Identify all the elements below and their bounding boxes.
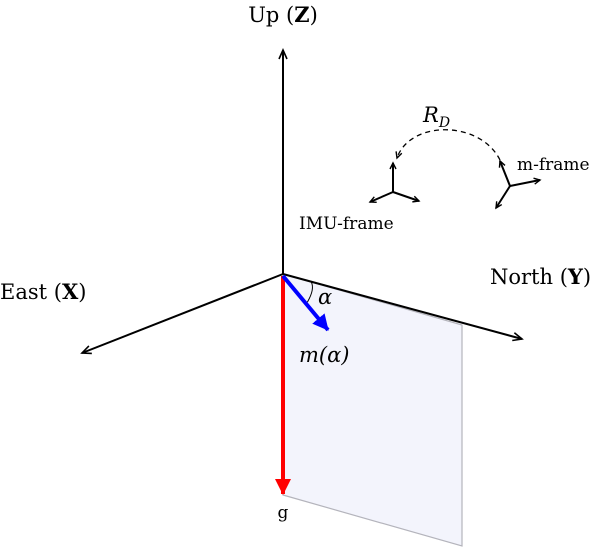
rotation-arc: [395, 129, 501, 161]
m-frame-label: m-frame: [517, 155, 590, 175]
angle-label: α: [318, 285, 332, 309]
north-axis-label: North (Y): [490, 264, 591, 289]
magnetic-vector-label: m(α): [299, 343, 349, 367]
north-axis: [282, 273, 524, 342]
angle-arc: [306, 281, 313, 303]
up-axis-label: Up (Z): [248, 2, 318, 27]
magnetic-vector: [281, 274, 330, 332]
east-axis: [80, 273, 284, 355]
rotation-label: RD: [422, 103, 450, 131]
imu-frame-label: IMU-frame: [299, 214, 394, 234]
east-axis-label: East (X): [0, 279, 86, 304]
m-frame-icon: [495, 159, 542, 210]
imu-frame-icon: [368, 161, 421, 204]
gravity-label: g: [278, 503, 289, 523]
